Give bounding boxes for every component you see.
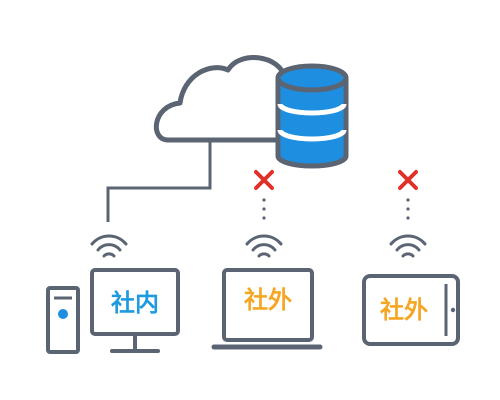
blocked-connection-dotted-line bbox=[406, 198, 410, 220]
desktop-label: 社内 bbox=[111, 289, 159, 317]
laptop-label: 社外 bbox=[244, 286, 292, 314]
blocked-connection-dotted-line bbox=[262, 198, 266, 220]
connection-line bbox=[106, 140, 212, 222]
desktop-computer-icon bbox=[46, 268, 180, 354]
database-icon bbox=[275, 63, 349, 169]
laptop-icon bbox=[211, 268, 323, 350]
wifi-icon bbox=[389, 234, 427, 258]
wifi-icon bbox=[90, 234, 128, 258]
x-mark-icon bbox=[254, 170, 274, 190]
tablet-icon bbox=[362, 274, 460, 346]
tablet-label: 社外 bbox=[380, 296, 428, 324]
wifi-icon bbox=[245, 234, 283, 258]
x-mark-icon bbox=[398, 170, 418, 190]
